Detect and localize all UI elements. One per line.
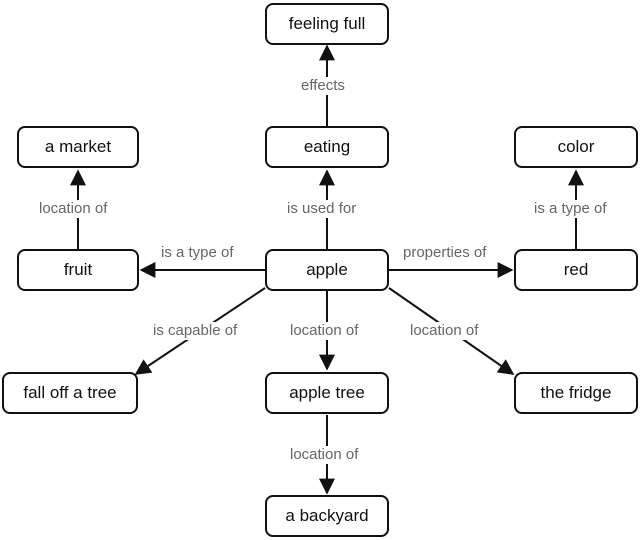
edge-label-apple-tree-a-backyard: location of — [288, 446, 361, 464]
node-the-fridge: the fridge — [514, 372, 638, 414]
edge-label-fruit-a-market: location of — [37, 200, 110, 218]
edge-label-red-color: is a type of — [532, 200, 609, 218]
node-fruit: fruit — [17, 249, 139, 291]
edge-label-apple-the-fridge: location of — [408, 322, 481, 340]
node-a-market: a market — [17, 126, 139, 168]
edge-label-eating-feeling-full: effects — [299, 77, 347, 95]
node-red: red — [514, 249, 638, 291]
node-apple: apple — [265, 249, 389, 291]
node-eating: eating — [265, 126, 389, 168]
node-a-backyard: a backyard — [265, 495, 389, 537]
edge-label-apple-apple-tree: location of — [288, 322, 361, 340]
edge-label-apple-red: properties of — [401, 244, 489, 262]
edge-label-apple-fruit: is a type of — [159, 244, 236, 262]
node-apple-tree: apple tree — [265, 372, 389, 414]
edge-label-apple-fall-off-a-tree: is capable of — [151, 322, 240, 340]
node-fall-off-a-tree: fall off a tree — [2, 372, 138, 414]
node-feeling-full: feeling full — [265, 3, 389, 45]
edge-label-apple-eating: is used for — [285, 200, 359, 218]
node-color: color — [514, 126, 638, 168]
